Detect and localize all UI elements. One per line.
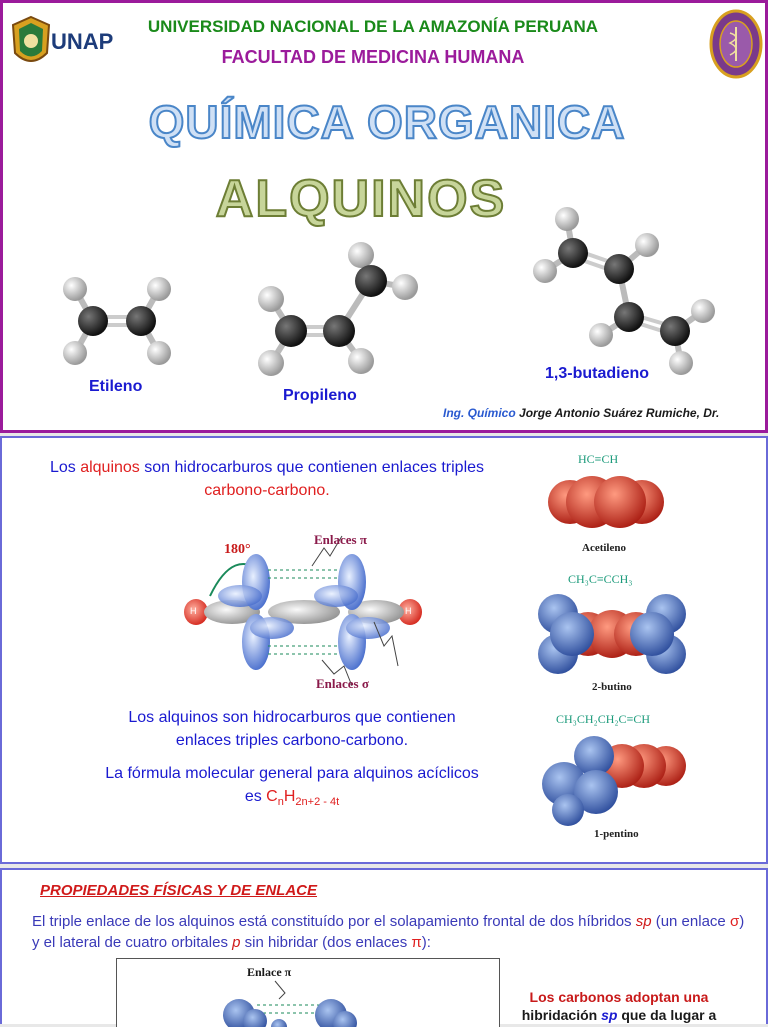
acetylene-model xyxy=(548,476,664,528)
hybridization-note-line2: hibridación sp que da lugar a xyxy=(521,1007,717,1023)
intro-paragraph: Los alquinos son hidrocarburos que conti… xyxy=(42,456,492,502)
pi-bonds-label: Enlaces π xyxy=(314,532,367,547)
molecule-label-propylene: Propileno xyxy=(283,387,357,404)
butyne-caption: 2-butino xyxy=(592,681,632,693)
sigma-bonds-label: Enlaces σ xyxy=(316,676,369,691)
pentyne-model xyxy=(542,736,686,826)
hybridization-note-line1: Los carbonos adoptan una xyxy=(529,989,709,1005)
unap-logo-text: UNAP xyxy=(51,29,114,54)
acetylene-caption: Acetileno xyxy=(582,542,626,554)
pentyne-formula: CH₃CH₂CH₂C≡CH xyxy=(556,712,651,726)
propylene-molecule xyxy=(258,242,418,376)
general-formula-paragraph: La fórmula molecular general para alquin… xyxy=(102,762,482,814)
butyne-model xyxy=(538,594,686,674)
ethylene-molecule xyxy=(63,277,171,365)
intro-text-1: Los xyxy=(49,459,81,476)
physical-properties-slide: PROPIEDADES FÍSICAS Y DE ENLACE El tripl… xyxy=(0,868,768,1027)
butyne-formula: CH₃C≡CCH₃ xyxy=(568,572,633,586)
university-name: UNIVERSIDAD NACIONAL DE LA AMAZONÍA PERU… xyxy=(147,17,599,36)
definition-paragraph: Los alquinos son hidrocarburos que conti… xyxy=(128,709,456,749)
intro-text-2: son hidrocarburos que contienen enlaces … xyxy=(139,459,485,476)
bond-description: El triple enlace de los alquinos está co… xyxy=(32,913,745,951)
acetylene-formula: HC≡CH xyxy=(578,452,619,466)
angle-label: 180° xyxy=(224,542,251,557)
pentyne-caption: 1-pentino xyxy=(594,828,639,840)
author-credit: Ing. Químico Jorge Antonio Suárez Rumich… xyxy=(443,406,719,420)
unap-shield-logo xyxy=(11,15,51,62)
sp-orbital-diagram xyxy=(184,535,422,687)
pi-bond-diagram: Enlace π xyxy=(116,958,500,1027)
section-title: PROPIEDADES FÍSICAS Y DE ENLACE xyxy=(40,882,318,899)
intro-highlight-cc: carbono-carbono. xyxy=(204,482,330,499)
molecule-label-butadiene: 1,3-butadieno xyxy=(545,365,650,382)
pi-bond-label: Enlace π xyxy=(247,965,292,979)
slide-title: QUÍMICA ORGANICA xyxy=(148,95,626,149)
title-slide: UNAP UNIVERSIDAD NACIONAL DE LA AMAZONÍA… xyxy=(0,0,768,433)
faculty-name: FACULTAD DE MEDICINA HUMANA xyxy=(221,47,525,67)
hydrogen-right-label: H xyxy=(405,606,412,616)
pi-bond-orbitals xyxy=(223,980,357,1027)
hydrogen-left-label: H xyxy=(190,606,197,616)
hybridization-note: Los carbonos adoptan una hibridación sp … xyxy=(510,988,728,1024)
butadiene-molecule xyxy=(533,207,715,375)
intro-highlight-alkynes: alquinos xyxy=(80,459,140,476)
formula-text: La fórmula molecular general para alquin… xyxy=(105,765,479,805)
medicine-seal-logo xyxy=(709,9,763,79)
alkynes-definition-slide: Los alquinos son hidrocarburos que conti… xyxy=(0,436,768,864)
credit-name: Jorge Antonio Suárez Rumiche, Dr. xyxy=(519,406,720,420)
molecule-label-ethylene: Etileno xyxy=(89,378,143,395)
formula-expression: CnH2n+2 - 4t xyxy=(266,788,340,809)
slide-subtitle: ALQUINOS xyxy=(215,169,507,229)
credit-title: Ing. Químico xyxy=(443,406,516,420)
